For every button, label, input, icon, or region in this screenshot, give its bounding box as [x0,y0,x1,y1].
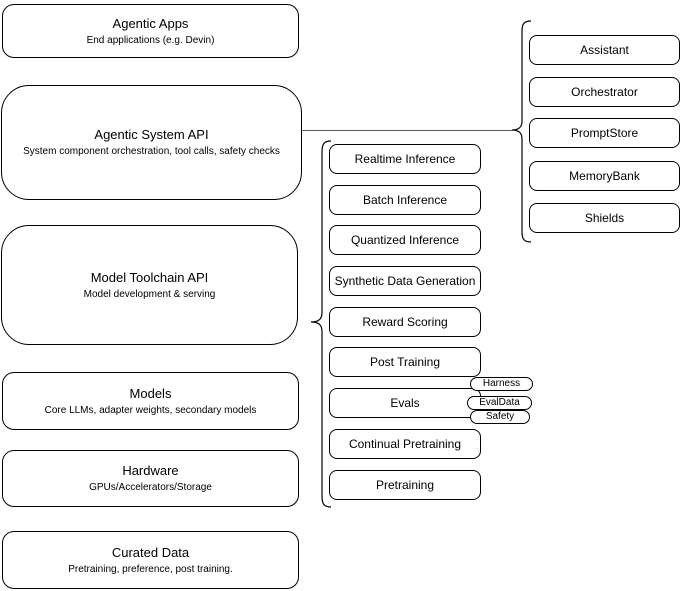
layer-agentic-apps: Agentic Apps End applications (e.g. Devi… [2,4,299,58]
layer-subtitle: GPUs/Accelerators/Storage [89,482,212,493]
component-label: MemoryBank [569,169,640,183]
toolchain-item-continual-pretraining: Continual Pretraining [329,429,481,459]
layer-title: Curated Data [111,544,190,560]
toolchain-item-evals: Evals [329,388,481,418]
toolchain-item-reward-scoring: Reward Scoring [329,307,481,337]
eval-tag-label: Harness [482,378,521,389]
toolchain-item-quantized-inference: Quantized Inference [329,225,481,255]
component-orchestrator: Orchestrator [529,77,680,107]
eval-tag-label: Safety [485,411,515,422]
toolchain-item-label: Continual Pretraining [348,437,462,451]
toolchain-item-label: Pretraining [375,478,435,492]
toolchain-item-label: Reward Scoring [362,315,448,329]
component-label: PromptStore [570,126,639,140]
toolchain-item-post-training: Post Training [329,347,481,377]
toolchain-item-label: Post Training [369,355,441,369]
layer-hardware: Hardware GPUs/Accelerators/Storage [2,450,299,507]
component-memorybank: MemoryBank [529,161,680,191]
layer-title: Agentic Apps [112,15,189,31]
component-label: Shields [584,211,625,225]
component-label: Orchestrator [571,85,638,99]
toolchain-item-label: Batch Inference [362,193,448,207]
component-assistant: Assistant [529,35,680,65]
layer-model-toolchain-api: Model Toolchain API Model development & … [1,225,298,345]
toolchain-item-realtime-inference: Realtime Inference [329,144,481,174]
eval-tag-label: EvalData [479,397,520,408]
layer-subtitle: Pretraining, preference, post training. [68,563,233,575]
layer-subtitle: Core LLMs, adapter weights, secondary mo… [44,404,257,416]
layer-models: Models Core LLMs, adapter weights, secon… [2,372,299,430]
layer-title: Models [129,385,172,401]
toolchain-item-label: Synthetic Data Generation [334,274,476,288]
layer-subtitle: Model development & serving [83,288,216,300]
layer-agentic-system-api: Agentic System API System component orch… [1,85,302,200]
eval-tag-evaldata: EvalData [467,396,532,410]
component-label: Assistant [580,43,629,57]
layer-subtitle: End applications (e.g. Devin) [86,34,215,46]
layer-title: Hardware [122,463,179,478]
toolchain-item-synthetic-data-generation: Synthetic Data Generation [329,266,481,296]
toolchain-brace [310,140,332,508]
layer-title: Model Toolchain API [90,269,209,285]
toolchain-item-label: Evals [390,396,420,410]
eval-tag-harness: Harness [470,377,533,391]
toolchain-item-label: Quantized Inference [350,233,460,247]
component-promptstore: PromptStore [529,118,680,148]
eval-tag-safety: Safety [470,410,530,424]
component-shields: Shields [529,203,680,233]
toolchain-item-pretraining: Pretraining [329,470,481,500]
toolchain-item-batch-inference: Batch Inference [329,185,481,215]
layer-subtitle: System component orchestration, tool cal… [23,146,280,157]
layer-title: Agentic System API [94,127,209,142]
layer-curated-data: Curated Data Pretraining, preference, po… [2,531,299,589]
toolchain-item-label: Realtime Inference [354,152,456,166]
